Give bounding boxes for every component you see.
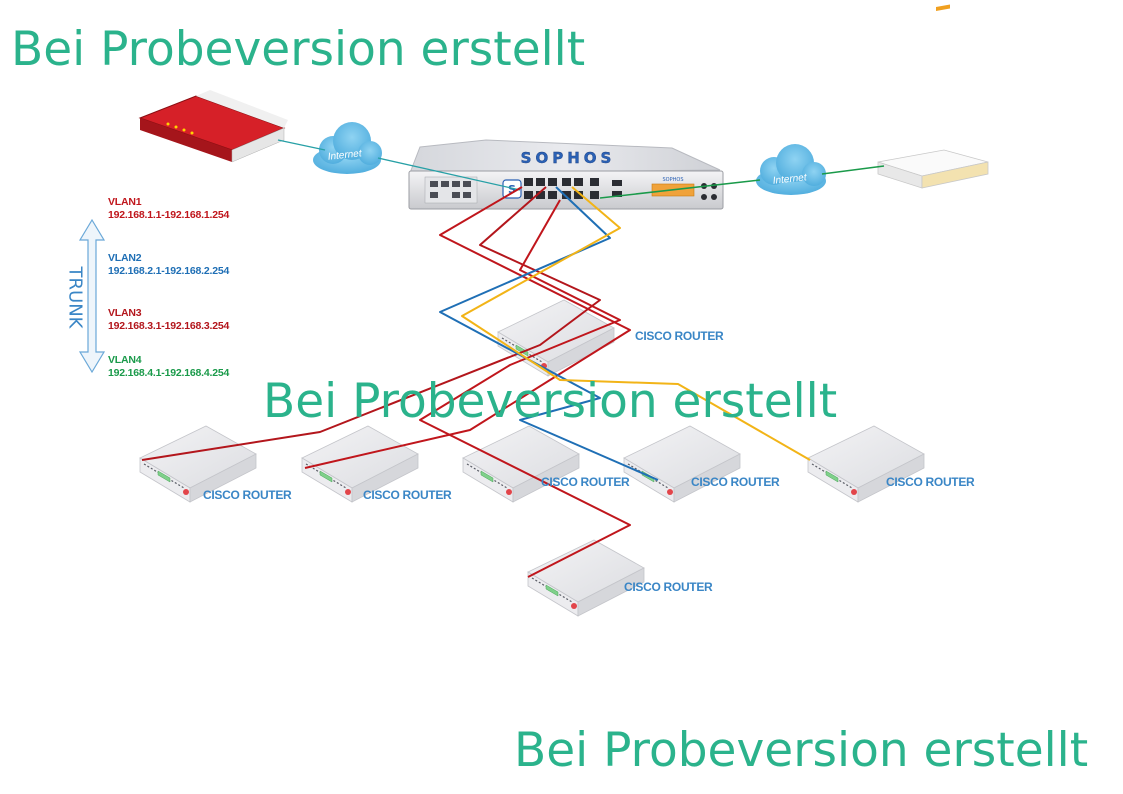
cable-yellow: [461, 186, 811, 461]
vlan3-label: VLAN3 192.168.3.1-192.168.3.254: [108, 307, 229, 333]
internet-cloud-left: Internet: [313, 122, 382, 174]
wan-link-left: [277, 139, 521, 191]
router-1: [139, 425, 257, 503]
vlan1-range: 192.168.1.1-192.168.1.254: [108, 209, 230, 221]
cloud-label: Internet: [772, 172, 808, 187]
router-bottom: [527, 539, 645, 617]
wan-link-right: [599, 165, 885, 199]
trunk-label: TRUNK: [64, 266, 86, 329]
router-label-3: CISCO ROUTER: [541, 475, 630, 489]
vlan1-label: VLAN1 192.168.1.1-192.168.1.254: [108, 196, 229, 222]
cable-red-3: [419, 199, 631, 578]
vlan1-name: VLAN1: [108, 196, 142, 208]
watermark-middle: Bei Probeversion erstellt: [263, 374, 838, 429]
watermark-bottom: Bei Probeversion erstellt: [514, 723, 1089, 778]
router-label-4: CISCO ROUTER: [691, 475, 780, 489]
vlan4-name: VLAN4: [108, 354, 142, 366]
router-label-bottom: CISCO ROUTER: [624, 580, 713, 594]
vlan4-label: VLAN4 192.168.4.1-192.168.4.254: [108, 354, 229, 380]
modem-device: [877, 4, 989, 189]
router-4: [623, 425, 741, 503]
router-label-2: CISCO ROUTER: [363, 488, 452, 502]
cable-red-1: [304, 186, 631, 469]
vlan3-name: VLAN3: [108, 307, 142, 319]
vlan2-range: 192.168.2.1-192.168.2.254: [108, 265, 230, 277]
trunk-arrow: [78, 218, 106, 374]
router-5: [807, 425, 925, 503]
router-label-5: CISCO ROUTER: [886, 475, 975, 489]
router-2: [301, 425, 419, 503]
sophos-logo-icon: S: [508, 183, 516, 196]
router-center: [497, 299, 615, 377]
cloud-label: Internet: [327, 148, 363, 163]
vlan3-range: 192.168.3.1-192.168.3.254: [108, 320, 230, 332]
internet-cloud-right: Internet: [756, 144, 826, 195]
sophos-brand: SOPHOS: [521, 149, 616, 167]
router-3: [462, 425, 580, 503]
vlan4-range: 192.168.4.1-192.168.4.254: [108, 367, 230, 379]
watermark-top: Bei Probeversion erstellt: [11, 22, 586, 77]
vlan2-label: VLAN2 192.168.2.1-192.168.2.254: [108, 252, 229, 278]
cable-red-2: [141, 186, 601, 461]
sophos-firewall: SOPHOS S SOPHOS: [408, 139, 724, 210]
router-label-center: CISCO ROUTER: [635, 329, 724, 343]
sophos-panel-brand: SOPHOS: [663, 177, 684, 183]
dsl-router-device: [138, 90, 288, 163]
router-label-1: CISCO ROUTER: [203, 488, 292, 502]
vlan2-name: VLAN2: [108, 252, 142, 264]
